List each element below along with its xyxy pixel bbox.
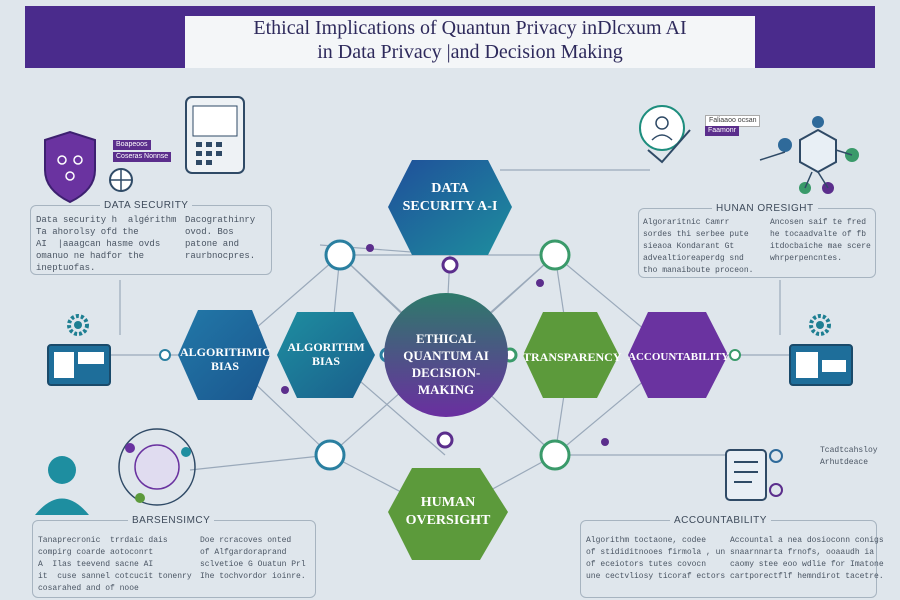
hex-data-security — [388, 160, 512, 255]
person-icon — [35, 456, 89, 515]
panel-text: Data security h algérithm Ta ahorolsy of… — [36, 215, 177, 273]
page-title-line2: in Data Privacy |and Decision Making — [317, 41, 623, 63]
node-label-accountability: Accountability — [628, 351, 730, 363]
panel-title: Data Security — [100, 200, 193, 211]
panel-title: Barsensimcy — [128, 515, 215, 526]
dashboard-icon-right — [789, 344, 853, 386]
hex-human-oversight — [388, 468, 508, 560]
hex-transparency — [523, 312, 619, 398]
user-check-icon — [639, 105, 691, 164]
node-label-data-security: Data Security A-I — [402, 181, 498, 214]
panel-text: Algorithm toctaone, codee of stididitnoo… — [586, 536, 726, 581]
tag-label: Coseras Nonnse — [113, 152, 172, 162]
gear-icon-right — [809, 314, 831, 336]
title-banner: Ethical Implications of Quantun Privacy … — [25, 6, 875, 68]
node-label-transparency: Transparency — [523, 350, 622, 364]
panel-text: Accountal a nea dosioconn conigs snaarnn… — [730, 536, 884, 581]
globe-icon — [109, 168, 133, 192]
center-node-circle — [384, 293, 508, 417]
clipboard-icon — [725, 449, 783, 501]
tag-label: Boapeoos — [113, 140, 151, 150]
panel-text: Ancosen saif te fred he tocaadvalte of f… — [770, 218, 871, 263]
hex-algorithmic-bias-outer — [178, 310, 270, 400]
side-note: Tcadtcahsloy Arhutdeace — [820, 446, 878, 467]
node-label-algorithm-bias: Algorithm Bias — [287, 340, 365, 368]
node-label-algorithmic-bias: Algorithmic Bias — [180, 345, 271, 373]
connector-nodes — [159, 239, 741, 471]
gear-icon-left — [67, 314, 89, 336]
panel-text: Doe rcracoves onted of Alfgardoraprand s… — [200, 536, 306, 581]
page-title-line1: Ethical Implications of Quantun Privacy … — [253, 17, 687, 39]
tablet-icon — [185, 96, 245, 174]
connector-lines — [95, 169, 790, 516]
panel-text: Algoraritnic Camrr sordes thi serbee put… — [643, 218, 754, 275]
hex-algorithm-bias-inner — [277, 312, 375, 398]
panel-text: Dacograthinry ovod. Bos patone and raurb… — [185, 215, 256, 261]
panel-title: Hunan Oresight — [712, 203, 818, 214]
shield-icon — [44, 130, 96, 204]
tag-label: Faamonr — [705, 126, 740, 136]
dashboard-icon-left — [47, 344, 111, 386]
orbit-network-icon — [118, 428, 196, 506]
node-label-human-oversight: Human Oversight — [405, 495, 491, 528]
node-label-center: Ethical Quantum AI Decision-Making — [403, 331, 489, 397]
hex-accountability — [628, 312, 728, 398]
panel-text: Tanaprecronic trrdaic dais compirg coard… — [38, 536, 192, 593]
title-panel: Ethical Implications of Quantun Privacy … — [185, 16, 755, 68]
network-cube-icon — [759, 116, 859, 194]
panel-title: Accountability — [670, 515, 771, 526]
